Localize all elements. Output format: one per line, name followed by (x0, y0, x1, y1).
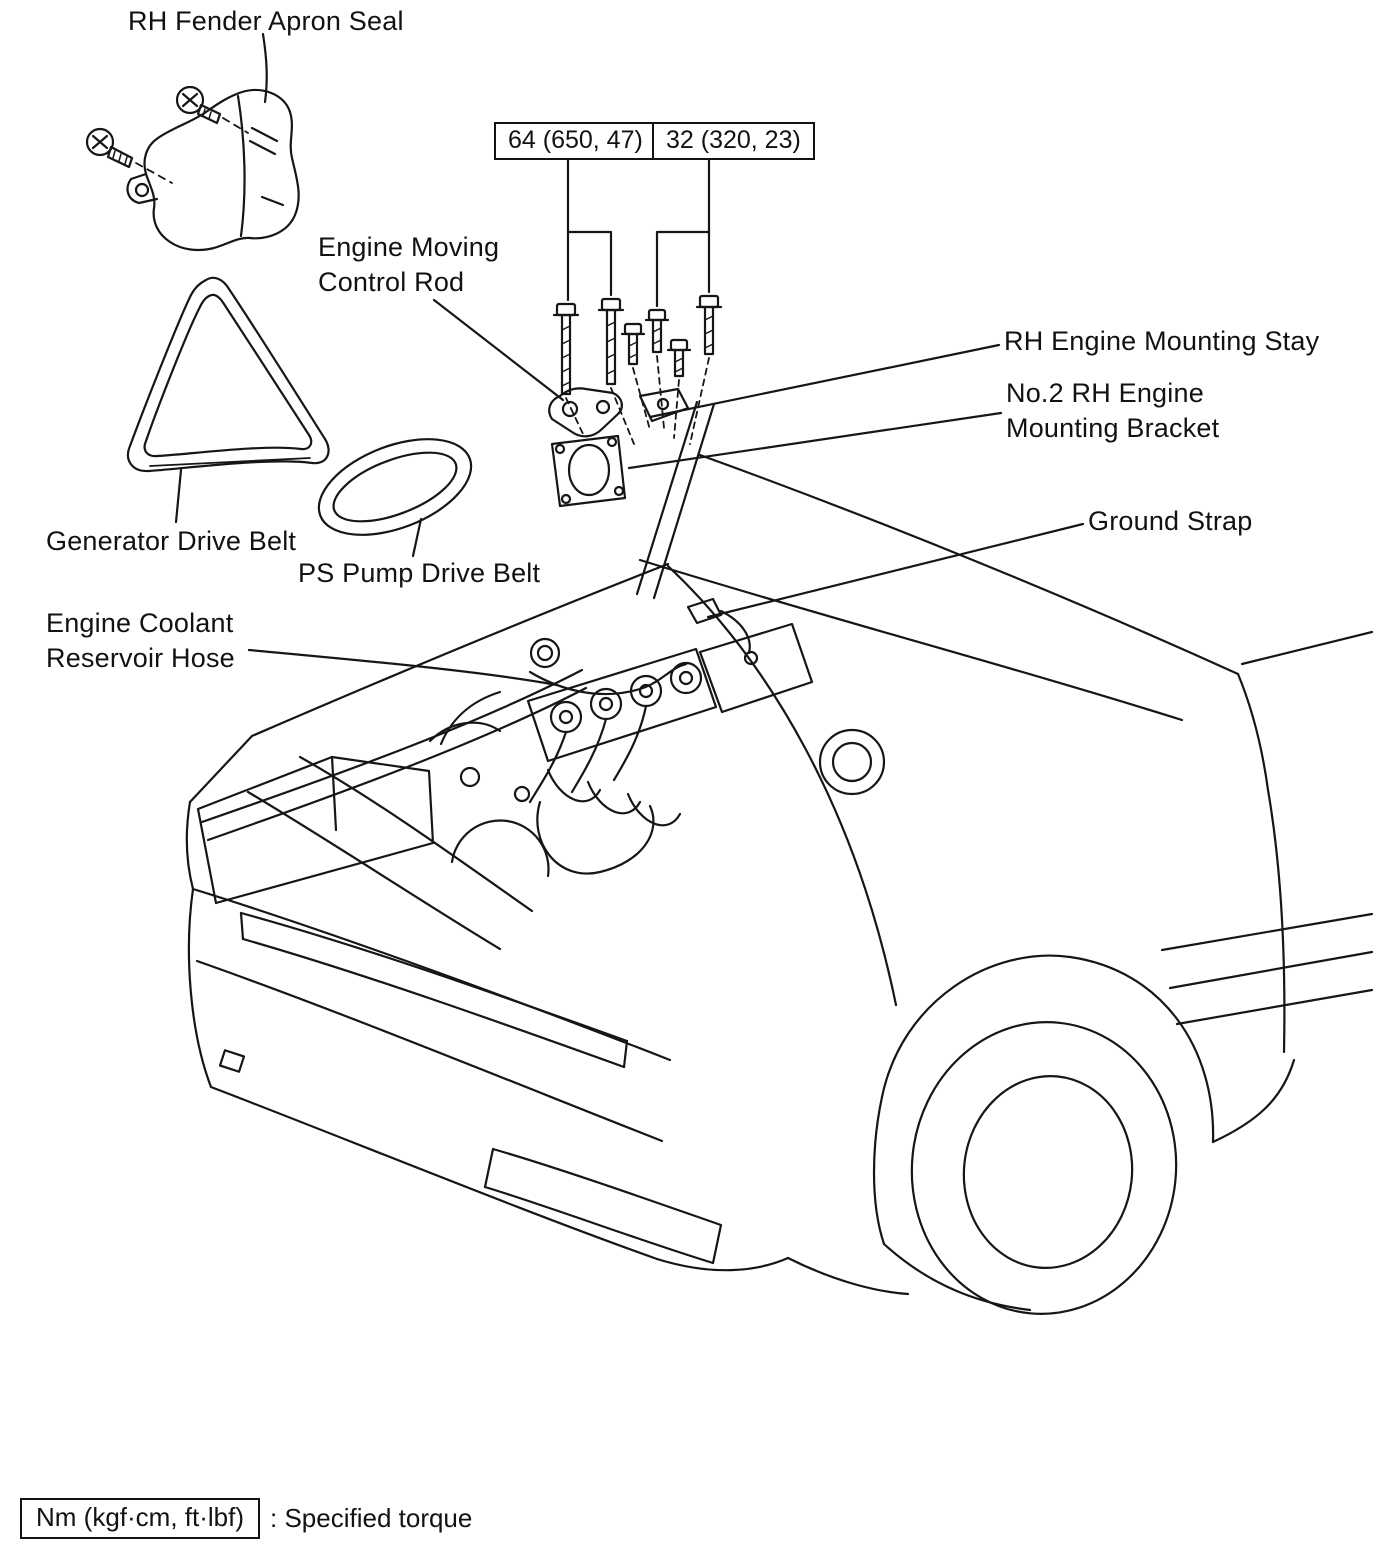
screw-icon (85, 127, 173, 184)
bolt-icon (644, 308, 670, 354)
torque-leader-lines (566, 154, 711, 308)
label-generator-drive-belt: Generator Drive Belt (46, 526, 297, 556)
bolt-icon (695, 294, 723, 356)
bolt-icon (666, 338, 692, 378)
label-engine-coolant-reservoir-hose: Engine Coolant Reservoir Hose (46, 608, 235, 673)
label-ground-strap: Ground Strap (1088, 506, 1253, 536)
bolt-icon (620, 322, 646, 366)
ps-pump-drive-belt-drawing (317, 438, 473, 536)
label-engine-moving-control-rod: Engine Moving Control Rod (318, 232, 500, 297)
fender-apron-seal-drawing (126, 88, 300, 252)
torque-value-32: 32 (320, 23) (652, 122, 815, 160)
generator-drive-belt-drawing (126, 276, 330, 473)
screw-icon (175, 85, 249, 134)
label-rh-engine-mounting-stay: RH Engine Mounting Stay (1004, 326, 1320, 356)
label-no2-rh-engine-mounting-bracket: No.2 RH Engine Mounting Bracket (1006, 378, 1220, 443)
torque-unit-box: Nm (kgf·cm, ft·lbf) (20, 1498, 260, 1539)
car-body-drawing (185, 400, 1374, 1315)
bolt-icon (552, 302, 580, 396)
engine-mounting-parts-drawing (548, 387, 690, 508)
label-fender-apron-seal: RH Fender Apron Seal (128, 6, 404, 36)
torque-legend: Nm (kgf·cm, ft·lbf) : Specified torque (20, 1498, 472, 1539)
leader-lines (174, 32, 1085, 687)
engine-drawing (439, 597, 886, 878)
torque-legend-text: : Specified torque (270, 1503, 473, 1533)
torque-value-64: 64 (650, 47) (494, 122, 657, 160)
bolt-icon (597, 297, 625, 386)
label-ps-pump-drive-belt: PS Pump Drive Belt (298, 558, 541, 588)
